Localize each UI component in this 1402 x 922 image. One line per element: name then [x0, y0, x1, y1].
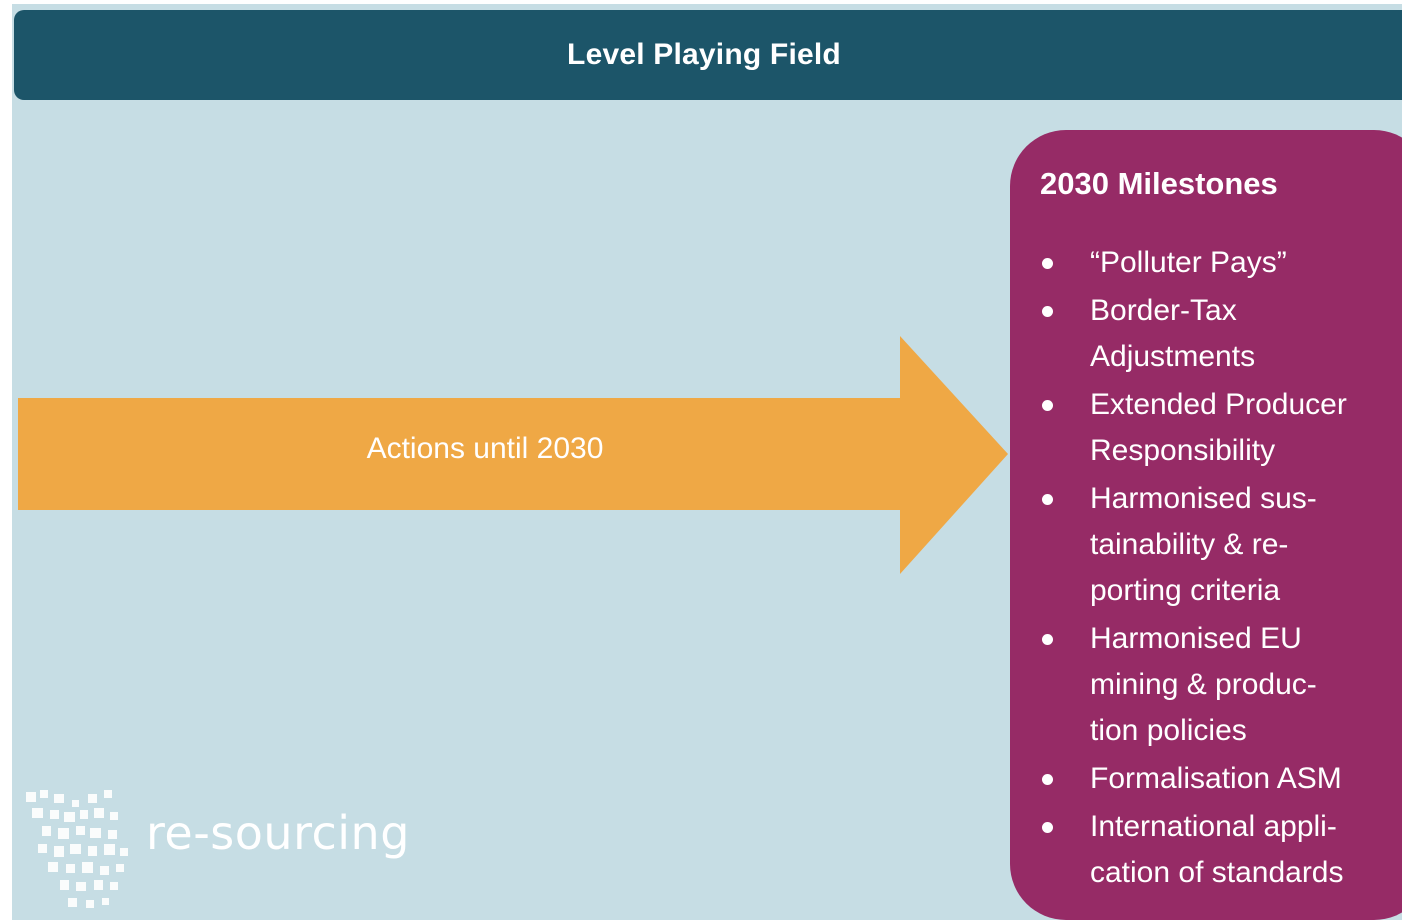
bullet-icon [1042, 494, 1053, 505]
bullet-icon [1042, 634, 1053, 645]
milestone-text: “Polluter Pays” [1090, 246, 1287, 279]
milestone-item: Border-Tax Adjustments [1010, 288, 1402, 380]
logo-wordmark: re-sourcing [146, 806, 410, 860]
title-bar: Level Playing Field [14, 10, 1402, 100]
checkered-pattern-icon [26, 790, 128, 908]
milestone-item: Harmonised EU mining & produc- tion poli… [1010, 616, 1402, 754]
bullet-icon [1042, 306, 1053, 317]
milestone-text: Harmonised EU mining & produc- tion poli… [1090, 622, 1317, 747]
bullet-icon [1042, 258, 1053, 269]
milestone-item: International appli- cation of standards [1010, 804, 1402, 896]
bullet-icon [1042, 774, 1053, 785]
milestone-text: International appli- cation of standards [1090, 810, 1344, 889]
milestone-item: Extended Producer Responsibility [1010, 382, 1402, 474]
milestone-item: Formalisation ASM [1010, 756, 1402, 802]
milestone-item: Harmonised sus- tainability & re- portin… [1010, 476, 1402, 614]
bullet-icon [1042, 400, 1053, 411]
milestone-item: “Polluter Pays” [1010, 240, 1402, 286]
milestone-text: Extended Producer Responsibility [1090, 388, 1347, 467]
actions-arrow-label: Actions until 2030 [366, 432, 604, 465]
milestone-text: Formalisation ASM [1090, 762, 1342, 795]
bullet-icon [1042, 822, 1053, 833]
actions-arrow-shape [18, 336, 1008, 574]
diagram-title: Level Playing Field [567, 38, 841, 71]
milestones-list: “Polluter Pays” Border-Tax Adjustments E… [1010, 240, 1402, 898]
actions-arrow [18, 336, 1008, 574]
milestones-box: 2030 Milestones “Polluter Pays” Border-T… [1010, 130, 1402, 920]
milestones-heading: 2030 Milestones [1040, 166, 1278, 201]
milestone-text: Border-Tax Adjustments [1090, 294, 1256, 373]
milestone-text: Harmonised sus- tainability & re- portin… [1090, 482, 1317, 607]
